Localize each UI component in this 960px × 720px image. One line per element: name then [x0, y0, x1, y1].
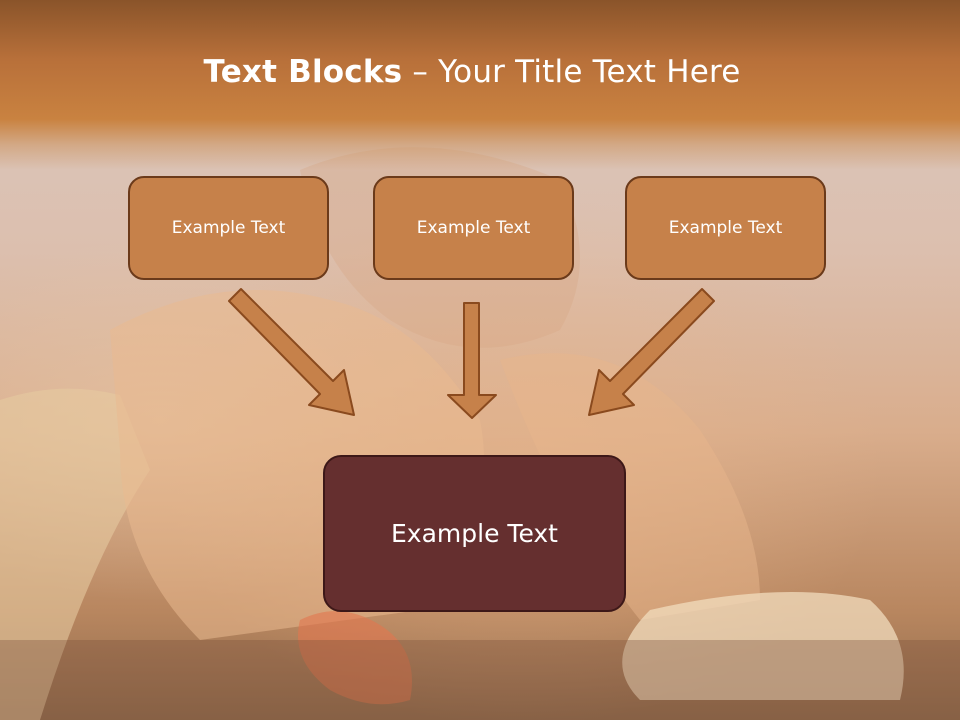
table-surface [0, 640, 960, 720]
main-text-block-label: Example Text [391, 519, 558, 548]
header-band [0, 0, 960, 170]
text-block-3[interactable]: Example Text [625, 176, 826, 280]
slide-title: Text Blocks – Your Title Text Here [0, 54, 944, 90]
main-text-block[interactable]: Example Text [323, 455, 626, 612]
text-block-2-label: Example Text [416, 218, 531, 238]
text-block-1-label: Example Text [171, 218, 286, 238]
title-separator: – [402, 54, 439, 90]
title-rest: Your Title Text Here [438, 54, 741, 90]
title-bold: Text Blocks [203, 54, 403, 90]
text-block-1[interactable]: Example Text [128, 176, 329, 280]
flower-shape [298, 611, 412, 705]
towel-right [622, 592, 904, 700]
towel-left [0, 388, 150, 720]
text-block-2[interactable]: Example Text [373, 176, 574, 280]
text-block-3-label: Example Text [668, 218, 783, 238]
arm-shape [500, 353, 760, 620]
